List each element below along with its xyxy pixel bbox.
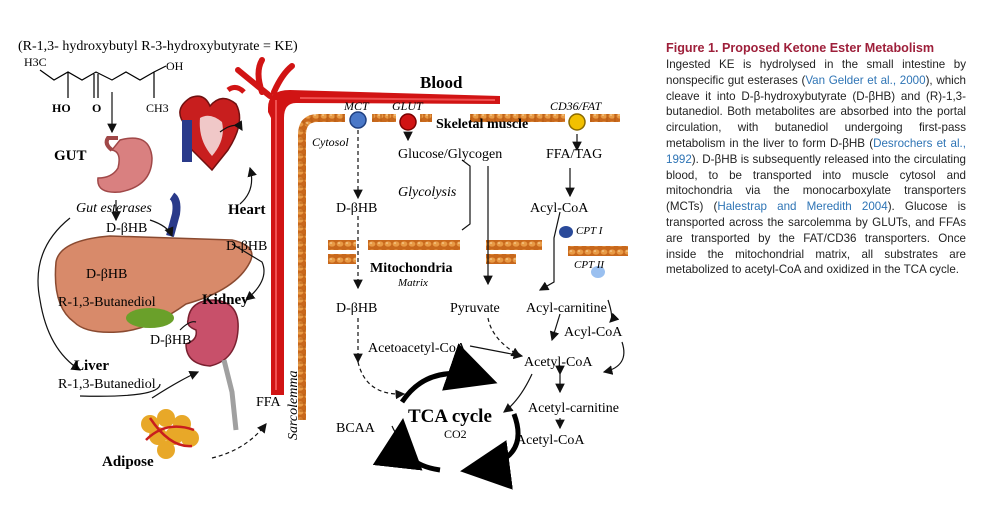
kidney-label: Kidney [202,292,249,308]
acetyl-coa-label-bottom: Acetyl-CoA [516,433,585,448]
glut-label: GLUT [392,99,424,113]
pyruvate-label: Pyruvate [450,301,500,316]
dbhb-label-matrix: D-βHB [336,301,377,316]
acyl-coa-label-cytosol: Acyl-CoA [530,201,589,216]
cd36-label: CD36/FAT [550,99,603,113]
mol-oh: OH [166,59,184,73]
cytosol-label: Cytosol [312,135,349,149]
dbhb-label-kidney: D-βHB [150,333,191,348]
citation-link-desrochers[interactable]: Desrochers et al., 1992 [666,136,966,166]
adipose-image [141,409,199,459]
cpt1-transporter [559,226,573,238]
mol-ho: HO [52,101,71,115]
acyl-coa-label-matrix: Acyl-CoA [564,325,623,340]
cpt2-transporter [591,266,605,278]
adipose-label: Adipose [102,454,154,470]
gut-esterases-label: Gut esterases [76,201,152,216]
dbhb-label-cytosol: D-βHB [336,201,377,216]
figure-diagram: (R-1,3- hydroxybutyl R-3-hydroxybutyrate… [18,39,628,490]
liver-butanediol-label: R-1,3-Butanediol [58,377,156,392]
sarcolemma-label: Sarcolemma [286,371,301,440]
matrix-label: Matrix [397,277,428,289]
gut-label: GUT [54,148,87,164]
glucose-glycogen-label: Glucose/Glycogen [398,147,502,162]
cpt2-label: CPT II [574,259,605,271]
bcaa-label: BCAA [336,421,376,436]
heart-label: Heart [228,202,265,218]
heart-image [179,95,241,172]
ke-name-label: (R-1,3- hydroxybutyl R-3-hydroxybutyrate… [18,39,298,54]
kidney-image [185,299,239,431]
acetyl-coa-label-top: Acetyl-CoA [524,355,593,370]
mitochondria-label: Mitochondria [370,261,452,276]
co2-label: CO2 [444,427,467,441]
mol-h3c: H3C [24,55,47,69]
caption-text-4: ). Glucose is transported across the sar… [666,200,966,277]
cpt1-label: CPT I [576,225,604,237]
sarcolemma-membrane [298,114,620,420]
stomach-image [97,137,153,193]
butanediol-label-liver: R-1,3-Butanediol [58,295,156,310]
ke-molecule: H3C OH HO O CH3 [24,55,184,115]
glycolysis-label: Glycolysis [398,185,457,200]
mol-ch3: CH3 [146,101,169,115]
citation-link-van-gelder[interactable]: Van Gelder et al., 2000 [805,73,926,87]
caption-text-2: ), which cleave it into D-β-hydroxybutyr… [666,73,966,150]
dbhb-label-gut: D-βHB [106,221,147,236]
figure-caption: Figure 1. Proposed Ketone Ester Metaboli… [666,40,966,278]
liver-image [54,192,253,334]
acyl-carnitine-label: Acyl-carnitine [526,301,607,316]
cd36-transporter [568,113,586,131]
caption-text-3: ). D-βHB is subsequently released into t… [666,152,966,214]
dbhb-label-heart: D-βHB [226,239,267,254]
dbhb-label-liver: D-βHB [86,267,127,282]
tca-cycle-arrows [372,343,521,490]
tca-cycle-label: TCA cycle [408,406,492,427]
acetyl-carnitine-label: Acetyl-carnitine [528,401,619,416]
mol-o: O [92,101,101,115]
ffa-tag-label: FFA/TAG [546,147,602,162]
caption-title: Figure 1. Proposed Ketone Ester Metaboli… [666,41,935,55]
ffa-label-adipose: FFA [256,395,282,410]
caption-text-1: Ingested KE is hydrolysed in the small i… [666,58,966,87]
mct-label: MCT [343,99,370,113]
mct-transporter [349,111,367,129]
ketone-metabolism-figure: (R-1,3- hydroxybutyl R-3-hydroxybutyrate… [18,39,628,490]
blood-label: Blood [420,73,463,92]
liver-label: Liver [74,358,109,374]
citation-link-halestrap[interactable]: Halestrap and Meredith 2004 [717,200,888,214]
glut-transporter [399,113,417,131]
acetoacetyl-coa-label: Acetoacetyl-CoA [368,341,467,356]
blood-vessel [226,57,500,395]
skeletal-muscle-label: Skeletal muscle [436,117,528,132]
mitochondria-membrane [328,240,628,264]
